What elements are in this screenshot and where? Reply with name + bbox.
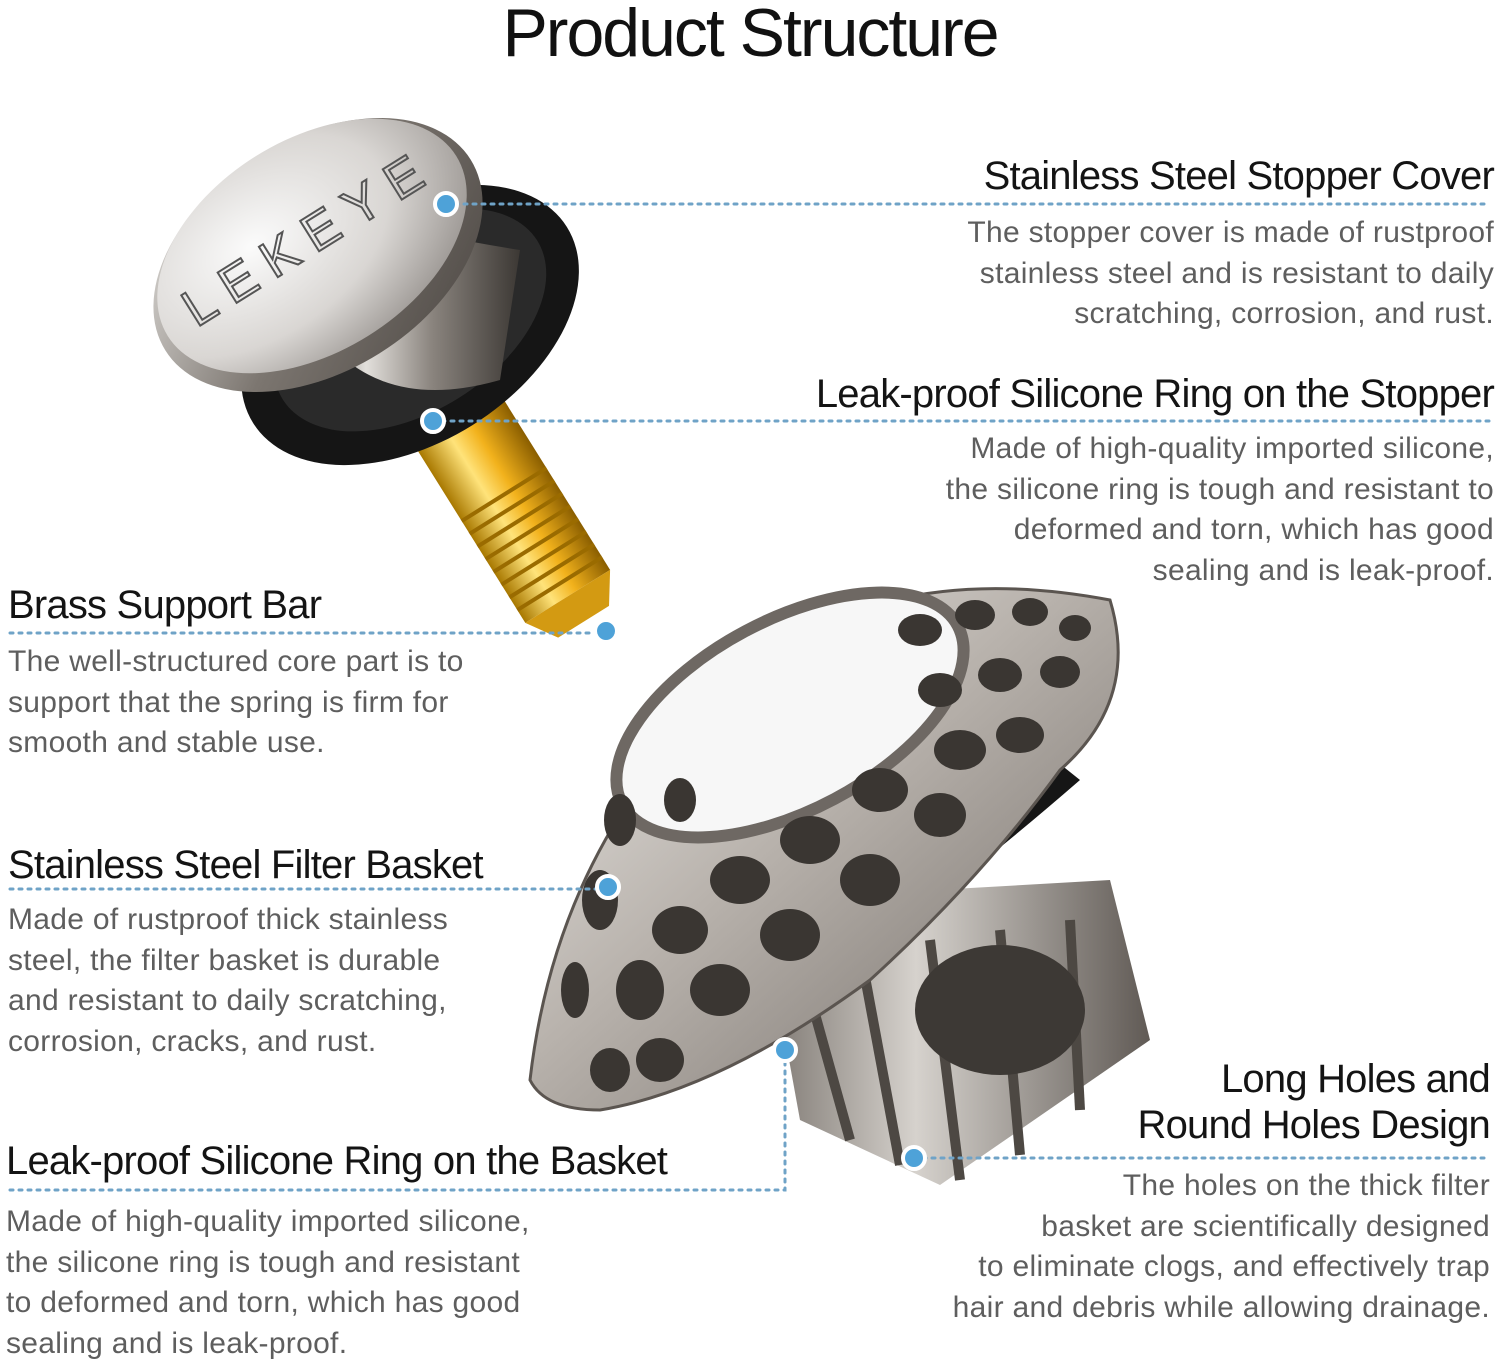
markers xyxy=(420,191,927,1171)
callout-body: Made of high-quality imported silicone, … xyxy=(6,1205,530,1360)
callout-ring-basket: Leak-proof Silicone Ring on the Basket M… xyxy=(6,1138,668,1364)
callout-body: Made of rustproof thick stainless steel,… xyxy=(8,903,449,1058)
callout-heading-line: Long Holes and xyxy=(1220,1057,1491,1101)
callout-body: The well-structured core part is to supp… xyxy=(8,645,464,759)
marker-ring-basket xyxy=(772,1037,798,1063)
marker-basket xyxy=(595,874,621,900)
marker-brass xyxy=(593,618,619,644)
callout-brass-bar: Brass Support Bar The well-structured co… xyxy=(8,582,464,764)
callout-heading: Leak-proof Silicone Ring on the Stopper xyxy=(815,372,1495,416)
callout-holes-design: Long Holes and Round Holes Design The ho… xyxy=(952,1056,1491,1328)
leader-lines xyxy=(8,202,1492,1192)
marker-ring-stopper xyxy=(420,408,446,434)
callout-ring-stopper: Leak-proof Silicone Ring on the Stopper … xyxy=(815,371,1495,591)
callout-body: The stopper cover is made of rustproof s… xyxy=(967,216,1494,330)
callout-body: Made of high-quality imported silicone, … xyxy=(945,432,1494,587)
callout-heading: Stainless Steel Stopper Cover xyxy=(983,154,1495,198)
callout-stopper-cover: Stainless Steel Stopper Cover The stoppe… xyxy=(967,153,1494,335)
callout-body: The holes on the thick filter basket are… xyxy=(952,1169,1490,1324)
callout-heading-line: Round Holes Design xyxy=(1137,1103,1491,1147)
basket-holes xyxy=(561,598,1091,1092)
callout-heading: Leak-proof Silicone Ring on the Basket xyxy=(6,1139,668,1183)
marker-holes xyxy=(901,1145,927,1171)
brass-support-bar xyxy=(408,383,611,638)
filter-basket xyxy=(528,586,1150,1185)
stopper: LEKEYE xyxy=(153,117,611,638)
callout-heading: Stainless Steel Filter Basket xyxy=(8,843,484,887)
callout-heading: Brass Support Bar xyxy=(8,583,322,627)
page-title: Product Structure xyxy=(502,0,999,71)
marker-cover xyxy=(433,191,459,217)
callout-filter-basket: Stainless Steel Filter Basket Made of ru… xyxy=(8,842,484,1062)
